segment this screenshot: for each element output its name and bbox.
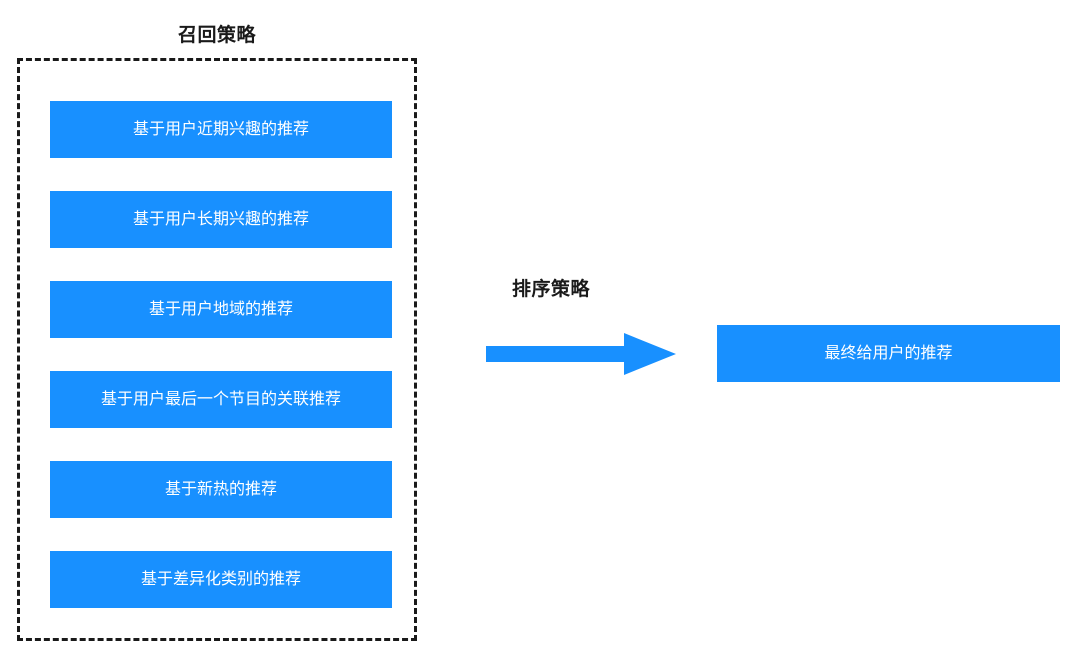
recall-strategy-list: 基于用户近期兴趣的推荐基于用户长期兴趣的推荐基于用户地域的推荐基于用户最后一个节… <box>50 101 392 608</box>
recall-group-title: 召回策略 <box>177 25 256 46</box>
final-recommendation-box: 最终给用户的推荐 <box>717 325 1060 382</box>
recall-strategy-box: 基于用户地域的推荐 <box>50 281 392 338</box>
recall-strategy-box: 基于用户近期兴趣的推荐 <box>50 101 392 158</box>
recall-strategy-box: 基于用户最后一个节目的关联推荐 <box>50 371 392 428</box>
recall-strategy-container: 基于用户近期兴趣的推荐基于用户长期兴趣的推荐基于用户地域的推荐基于用户最后一个节… <box>17 58 417 641</box>
recall-strategy-box: 基于差异化类别的推荐 <box>50 551 392 608</box>
ranking-strategy-title: 排序策略 <box>512 279 591 300</box>
recall-strategy-box: 基于用户长期兴趣的推荐 <box>50 191 392 248</box>
recall-strategy-box: 基于新热的推荐 <box>50 461 392 518</box>
arrow-right-icon <box>486 333 676 375</box>
